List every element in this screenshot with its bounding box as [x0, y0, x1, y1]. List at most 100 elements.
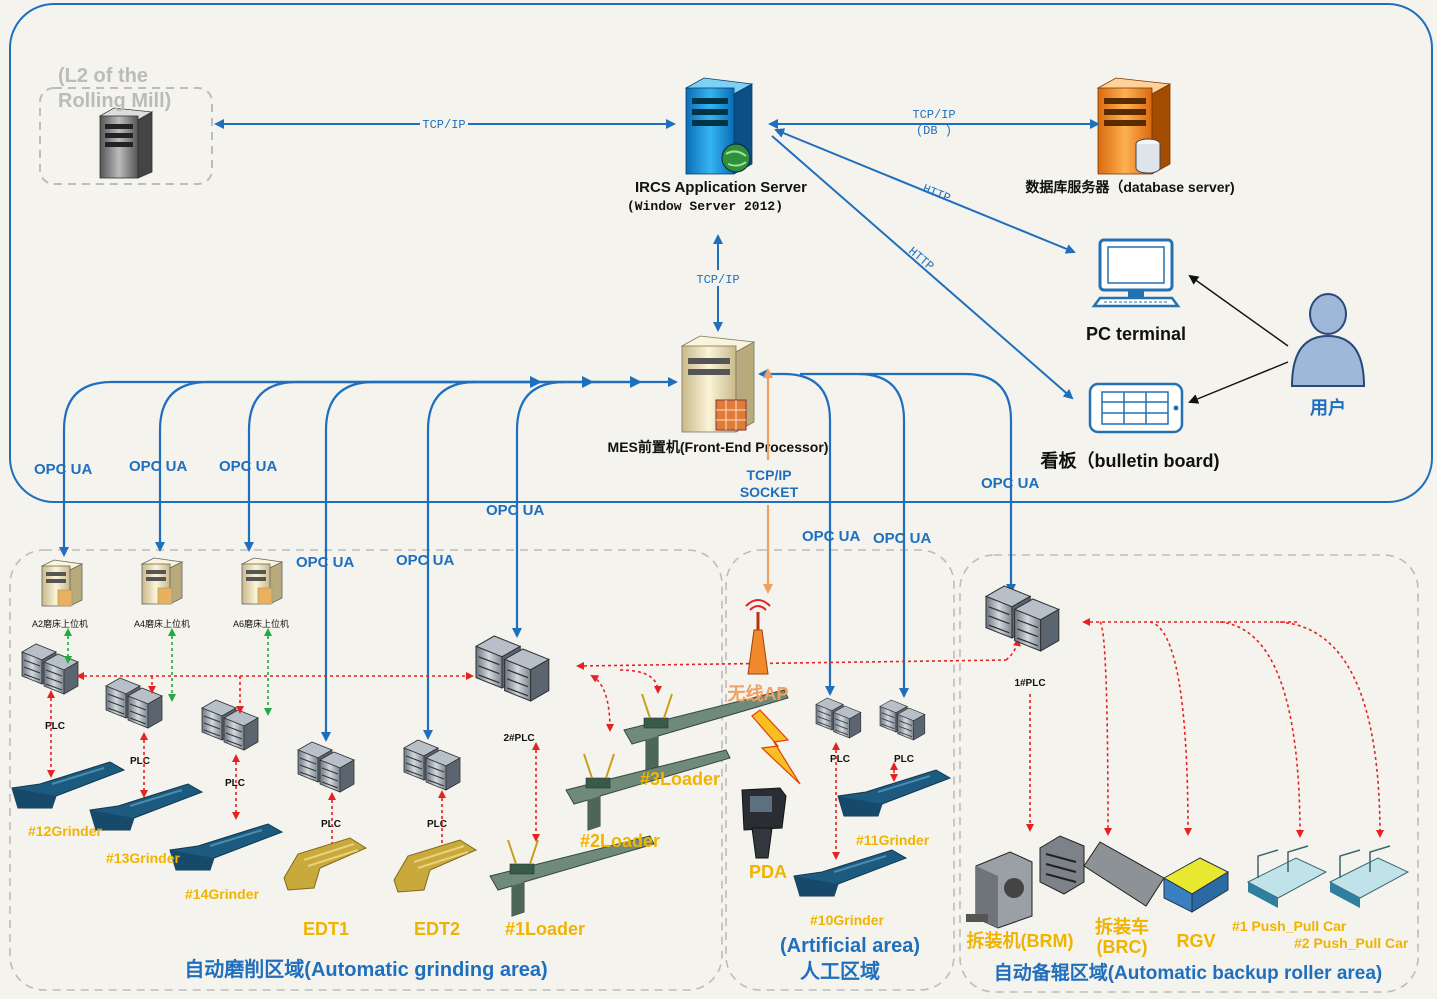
- brm-label: 拆装机(BRM): [967, 930, 1074, 951]
- plc-a4-label: PLC: [130, 756, 150, 767]
- http-link-label-1: HTTP: [921, 182, 953, 206]
- socket-label-1: TCP/IP: [746, 467, 791, 483]
- pda-label: PDA: [749, 862, 787, 882]
- plc-g11-label: PLC: [894, 754, 914, 765]
- mes-label: MES前置机(Front-End Processor): [608, 439, 829, 455]
- plc-edt1-label: PLC: [321, 819, 341, 830]
- opcua-label-g10: OPC UA: [802, 528, 861, 545]
- plc-g11-icon: [880, 700, 925, 740]
- plc-edt2-icon: [404, 740, 460, 790]
- plc-edt1-icon: [298, 742, 354, 792]
- plc-a2-icon: [22, 644, 78, 694]
- green-links: [64, 628, 272, 716]
- red-links: [47, 638, 1021, 854]
- pc-terminal-label: PC terminal: [1086, 324, 1186, 344]
- edt2-label: EDT2: [414, 919, 460, 939]
- ircs-mes-link-label: TCP/IP: [696, 273, 739, 287]
- artificial-area-en-label: (Artificial area): [780, 935, 920, 957]
- ircs-os-label: (Window Server 2012): [627, 199, 783, 214]
- grinder-12-icon: [11, 761, 125, 809]
- rgv-label: RGV: [1176, 931, 1215, 951]
- plc-a2-label: PLC: [45, 721, 65, 732]
- brc-label-1: 拆装车: [1095, 916, 1149, 937]
- socket-label-2: SOCKET: [740, 484, 799, 500]
- database-server-label: 数据库服务器（database server): [1025, 179, 1234, 195]
- plc-a6-icon: [202, 700, 258, 750]
- plc-a4-icon: [106, 678, 162, 728]
- grinder-11-label: #11Grinder: [856, 832, 930, 848]
- user-icon: [1290, 293, 1366, 387]
- opcua-label-plc2: OPC UA: [486, 502, 545, 519]
- lightning-icon: [751, 709, 801, 785]
- opcua-label-g11: OPC UA: [873, 530, 932, 547]
- plc2-label: 2#PLC: [503, 733, 534, 744]
- top-network-zone: [9, 3, 1433, 503]
- opcua-label-plc1: OPC UA: [981, 475, 1040, 492]
- l2-label-line2: Rolling Mill): [58, 90, 171, 112]
- opcua-label-a6: OPC UA: [219, 458, 278, 475]
- push-pull-car-1-icon: [1246, 845, 1328, 908]
- brc-icon: [1039, 835, 1085, 895]
- plc1-icon: [986, 586, 1059, 651]
- opcua-label-a2: OPC UA: [34, 461, 93, 478]
- a6-host-icon: [241, 557, 283, 605]
- a6-host-label: A6磨床上位机: [233, 618, 289, 629]
- ircs-server-icon: [684, 77, 754, 175]
- artificial-red-links: [832, 742, 898, 860]
- user-label: 用户: [1310, 397, 1346, 418]
- wireless-ap-label: 无线AP: [727, 683, 788, 704]
- edt1-icon: [283, 837, 367, 891]
- a4-host-icon: [141, 557, 183, 605]
- mes-front-end-processor-icon: [680, 335, 756, 433]
- artificial-area-cn-label: 人工区域: [800, 959, 880, 983]
- loader-2-label: #2Loader: [580, 831, 660, 851]
- grinder-10-icon: [793, 849, 907, 897]
- pc-terminal-icon: [1091, 238, 1181, 308]
- user-links: [1188, 274, 1289, 404]
- rgv-icon: [1162, 857, 1230, 913]
- a2-host-label: A2磨床上位机: [32, 618, 88, 629]
- backup-area-label: 自动备辊区域(Automatic backup roller area): [994, 961, 1383, 984]
- db-link-label: TCP/IP: [912, 108, 955, 122]
- plc-g10-icon: [816, 698, 861, 738]
- brc-plate-icon: [1083, 841, 1165, 907]
- edt2-icon: [393, 839, 477, 893]
- opcua-label-edt2: OPC UA: [396, 552, 455, 569]
- grinder-13-label: #13Grinder: [106, 850, 180, 866]
- loader-1-label: #1Loader: [505, 919, 585, 939]
- brc-label-2: (BRC): [1097, 937, 1148, 957]
- plc-a6-label: PLC: [225, 778, 245, 789]
- grinding-area-label: 自动磨削区域(Automatic grinding area): [184, 957, 547, 981]
- artificial-area-zone: [725, 549, 955, 991]
- http-link-label-2: HTTP: [905, 244, 936, 273]
- grinder-13-icon: [89, 783, 203, 831]
- l2-server-icon: [98, 107, 154, 179]
- edt1-label: EDT1: [303, 919, 349, 939]
- push-pull-car-1-label: #1 Push_Pull Car: [1232, 918, 1347, 934]
- top-links: [214, 119, 1100, 400]
- db-link-tag: (DB ): [916, 124, 952, 138]
- backup-red-links: [1026, 618, 1384, 838]
- opcua-labels: OPC UA OPC UA OPC UA OPC UA OPC UA OPC U…: [34, 458, 1040, 571]
- opcua-links: [59, 369, 1016, 742]
- grinder-14-label: #14Grinder: [185, 886, 259, 902]
- plc-g10-label: PLC: [830, 754, 850, 765]
- loader-3-label: #3Loader: [640, 769, 720, 789]
- bulletin-board-label: 看板（bulletin board): [1040, 450, 1220, 471]
- plc-edt2-label: PLC: [427, 819, 447, 830]
- opcua-label-edt1: OPC UA: [296, 554, 355, 571]
- opcua-arrowheads: [530, 376, 642, 388]
- brm-icon: [966, 851, 1033, 929]
- plc2-icon: [476, 636, 549, 701]
- ircs-server-label: IRCS Application Server: [635, 179, 807, 196]
- l2-link-label: TCP/IP: [422, 118, 465, 132]
- database-server-icon: [1096, 77, 1172, 175]
- grinder-12-label: #12Grinder: [28, 823, 102, 839]
- push-pull-car-2-icon: [1328, 845, 1410, 908]
- grinder-14-icon: [169, 823, 283, 871]
- a4-host-label: A4磨床上位机: [134, 618, 190, 629]
- plc1-label: 1#PLC: [1014, 678, 1045, 689]
- push-pull-car-2-label: #2 Push_Pull Car: [1294, 935, 1409, 951]
- opcua-label-a4: OPC UA: [129, 458, 188, 475]
